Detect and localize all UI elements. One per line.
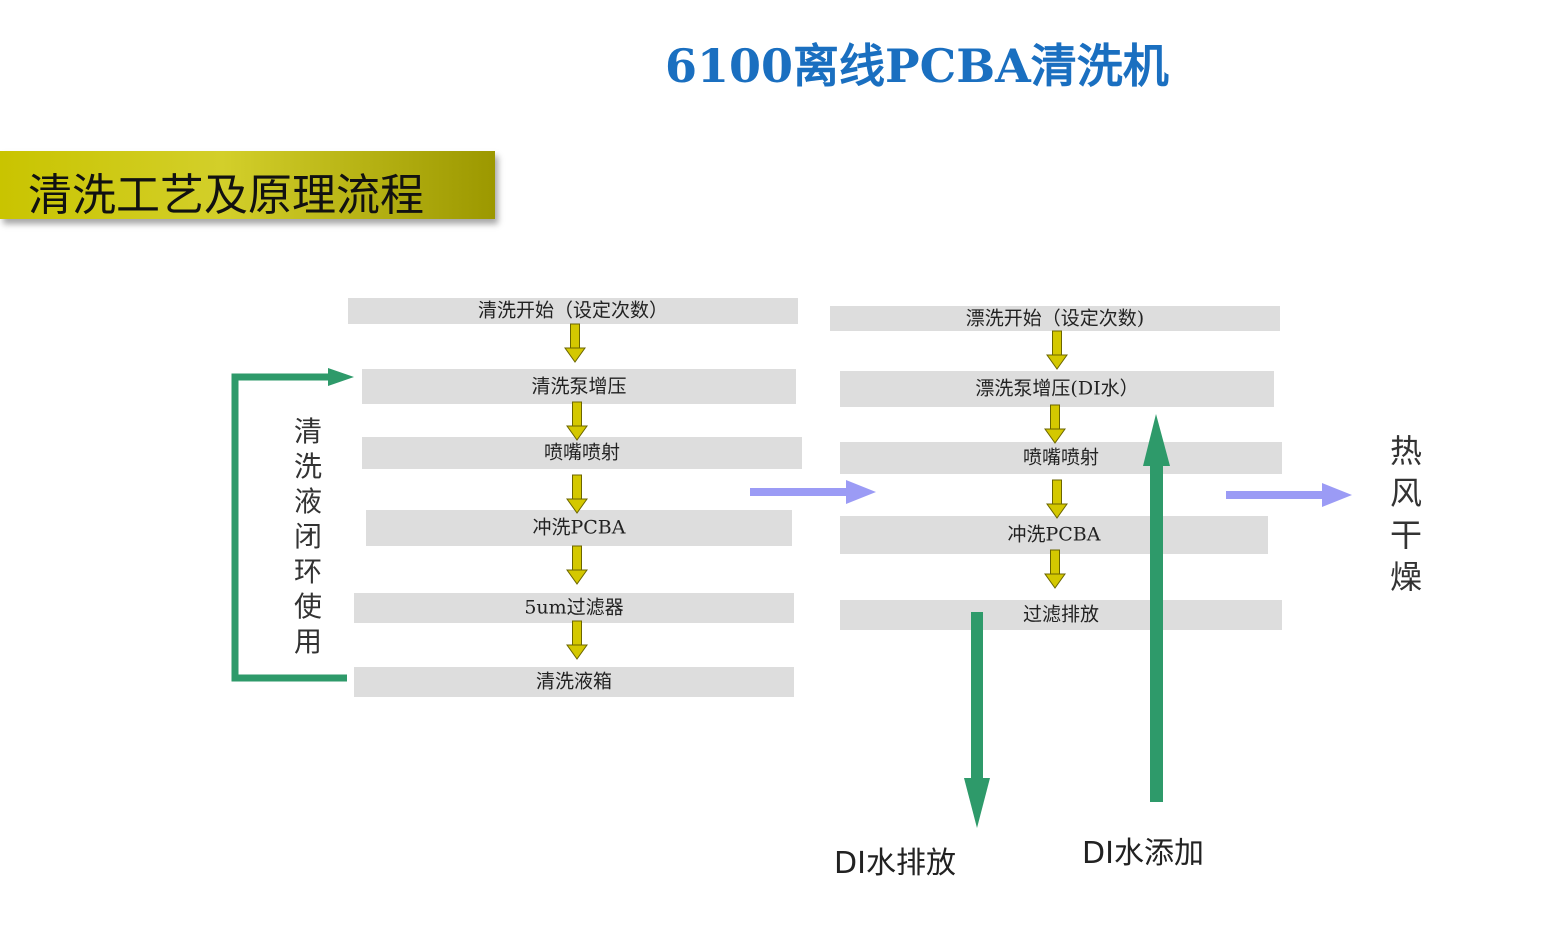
section-heading: 清洗工艺及原理流程 bbox=[28, 170, 424, 221]
down-arrow-icon bbox=[1044, 549, 1066, 589]
loop-bracket bbox=[231, 373, 347, 682]
rinse-step-nozzle: 喷嘴喷射 bbox=[840, 442, 1282, 474]
transfer-arrow-shaft bbox=[750, 488, 850, 496]
drain-arrow-shaft bbox=[971, 612, 983, 782]
down-arrow-icon bbox=[566, 545, 588, 585]
add-arrow-shaft bbox=[1150, 462, 1163, 802]
down-arrow-icon bbox=[564, 323, 586, 363]
wash-step-pump: 清洗泵增压 bbox=[362, 369, 796, 404]
down-arrow-icon bbox=[566, 474, 588, 514]
rinse-step-rinse-pcba: 冲洗PCBA bbox=[840, 516, 1268, 554]
wash-step-nozzle: 喷嘴喷射 bbox=[362, 437, 802, 469]
wash-step-tank: 清洗液箱 bbox=[354, 667, 794, 697]
di-drain-label: DI水排放 bbox=[834, 846, 956, 881]
down-arrow-icon bbox=[1046, 479, 1068, 519]
rinse-step-pump: 漂洗泵增压(DI水） bbox=[840, 371, 1274, 407]
di-add-label: DI水添加 bbox=[1082, 836, 1204, 871]
down-arrow-icon bbox=[1046, 330, 1068, 370]
up-arrow-icon bbox=[1143, 414, 1170, 466]
dry-arrow-shaft bbox=[1226, 491, 1326, 499]
rinse-step-start: 漂洗开始（设定次数) bbox=[830, 306, 1280, 331]
wash-step-filter: 5um过滤器 bbox=[354, 593, 794, 623]
right-arrow-icon bbox=[846, 480, 876, 504]
down-arrow-icon bbox=[566, 620, 588, 660]
rinse-step-drain: 过滤排放 bbox=[840, 600, 1282, 630]
wash-step-start: 清洗开始（设定次数） bbox=[348, 298, 798, 324]
loop-label: 清洗液闭环使用 bbox=[293, 415, 322, 658]
right-arrow-icon bbox=[1322, 483, 1352, 507]
down-arrow-icon bbox=[964, 778, 990, 828]
loop-arrow-icon bbox=[328, 368, 354, 386]
dry-label: 热风干燥 bbox=[1389, 432, 1422, 596]
section-banner: 清洗工艺及原理流程 bbox=[0, 151, 495, 221]
down-arrow-icon bbox=[1044, 404, 1066, 444]
wash-step-rinse-pcba: 冲洗PCBA bbox=[366, 510, 792, 546]
page-title: 6100离线PCBA清洗机 bbox=[665, 39, 1169, 93]
down-arrow-icon bbox=[566, 401, 588, 441]
